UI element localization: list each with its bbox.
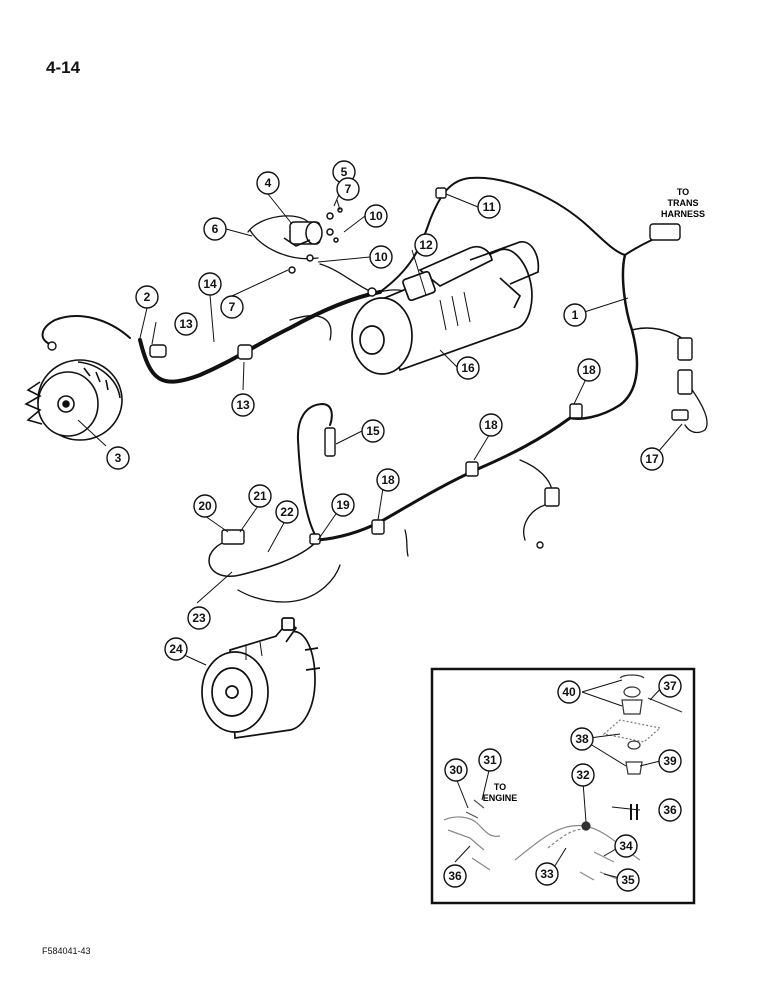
callout-label: 22 <box>280 505 294 519</box>
callout-label: 11 <box>483 200 496 214</box>
callout-34: 34 <box>614 834 638 858</box>
note-engine-line-1: TO <box>494 782 506 792</box>
callout-22: 22 <box>275 500 299 524</box>
callout-23: 23 <box>187 606 211 630</box>
callout-label: 5 <box>341 165 348 179</box>
callout-14: 14 <box>198 272 222 296</box>
callout-1: 1 <box>563 303 587 327</box>
callout-40: 40 <box>557 680 581 704</box>
page-number: 4-14 <box>46 58 81 77</box>
callout-label: 3 <box>115 451 122 465</box>
callout-label: 2 <box>144 290 151 304</box>
callout-label: 38 <box>575 732 589 746</box>
callout-label: 10 <box>369 209 383 223</box>
callout-10-lower: 10 <box>369 245 393 269</box>
callout-19: 19 <box>331 493 355 517</box>
callout-label: 35 <box>621 873 635 887</box>
callout-18-right: 18 <box>577 358 601 382</box>
callout-label: 18 <box>381 473 395 487</box>
note-trans-harness: TO TRANS HARNESS <box>661 187 705 219</box>
callout-15: 15 <box>361 419 385 443</box>
callout-label: 4 <box>265 176 272 190</box>
callout-label: 19 <box>336 498 350 512</box>
callout-label: 36 <box>663 803 677 817</box>
callout-label: 37 <box>663 679 677 693</box>
callout-32: 32 <box>571 763 595 787</box>
callout-12: 12 <box>414 233 438 257</box>
callout-13-upper: 13 <box>174 312 198 336</box>
note-engine: TO ENGINE <box>483 782 518 803</box>
ac-compressor <box>201 617 321 739</box>
callout-38: 38 <box>570 727 594 751</box>
callout-label: 12 <box>419 238 433 252</box>
callout-label: 30 <box>449 763 463 777</box>
callout-label: 20 <box>198 499 212 513</box>
callout-4: 4 <box>256 171 280 195</box>
callout-39: 39 <box>658 749 682 773</box>
callout-label: 14 <box>203 277 217 291</box>
callout-label: 13 <box>179 317 193 331</box>
callout-11: 11 <box>477 195 501 219</box>
callout-30: 30 <box>444 758 468 782</box>
callout-7-upper: 7 <box>336 177 360 201</box>
callout-label: 13 <box>236 398 250 412</box>
callout-label: 1 <box>572 308 579 322</box>
callout-label: 10 <box>374 250 388 264</box>
starter-motor <box>351 241 540 375</box>
callout-20: 20 <box>193 494 217 518</box>
inset-panel <box>430 667 696 905</box>
note-trans-line-3: HARNESS <box>661 209 705 219</box>
callout-33: 33 <box>535 862 559 886</box>
callout-label: 6 <box>212 222 219 236</box>
callout-label: 39 <box>663 754 677 768</box>
callout-label: 40 <box>562 685 576 699</box>
callout-label: 36 <box>448 869 462 883</box>
alternator <box>24 359 123 441</box>
callout-label: 24 <box>169 642 183 656</box>
callout-18-middle: 18 <box>479 413 503 437</box>
callout-label: 32 <box>576 768 590 782</box>
figure-code: F584041-43 <box>42 946 91 956</box>
leader-lines <box>77 182 683 879</box>
callout-36-right: 36 <box>658 798 682 822</box>
callout-label: 18 <box>484 418 498 432</box>
main-harness <box>41 176 708 603</box>
callout-24: 24 <box>164 637 188 661</box>
note-engine-line-2: ENGINE <box>483 793 518 803</box>
callout-31: 31 <box>478 748 502 772</box>
callout-label: 16 <box>461 361 475 375</box>
callout-35: 35 <box>616 868 640 892</box>
callout-label: 18 <box>582 363 596 377</box>
callout-2: 2 <box>135 285 159 309</box>
callouts: 1 2 3 4 5 6 7 7 10 10 11 12 13 13 14 15 … <box>106 160 682 892</box>
callout-label: 33 <box>540 867 554 881</box>
callout-label: 34 <box>619 839 633 853</box>
callout-3: 3 <box>106 446 130 470</box>
callout-label: 21 <box>253 489 267 503</box>
callout-36-lower: 36 <box>443 864 467 888</box>
callout-18-left: 18 <box>376 468 400 492</box>
harness-clips <box>47 187 693 549</box>
callout-37: 37 <box>658 674 682 698</box>
solenoid-relay <box>283 207 343 274</box>
callout-label: 15 <box>366 424 380 438</box>
callout-label: 17 <box>645 452 659 466</box>
note-trans-line-2: TRANS <box>668 198 699 208</box>
callout-label: 7 <box>229 300 236 314</box>
callout-6: 6 <box>203 217 227 241</box>
callout-17: 17 <box>640 447 664 471</box>
callout-label: 7 <box>345 182 352 196</box>
callout-label: 31 <box>483 753 497 767</box>
callout-16: 16 <box>456 356 480 380</box>
callout-13-lower: 13 <box>231 393 255 417</box>
note-trans-line-1: TO <box>677 187 689 197</box>
callout-21: 21 <box>248 484 272 508</box>
callout-10-upper: 10 <box>364 204 388 228</box>
callout-7-lower: 7 <box>220 295 244 319</box>
callout-label: 23 <box>192 611 206 625</box>
